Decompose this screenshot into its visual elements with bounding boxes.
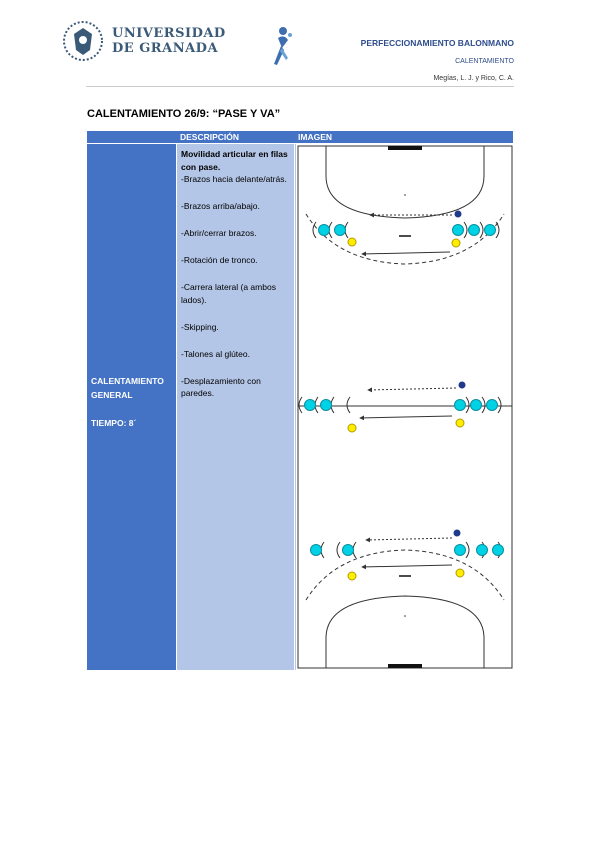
- player-group-middle: [298, 381, 502, 433]
- description-item: -Carrera lateral (a ambos lados).: [181, 282, 276, 305]
- header-divider: [86, 86, 514, 87]
- player-icon: [484, 224, 496, 236]
- row-time: TIEMPO: 8´: [91, 418, 137, 428]
- header-image: IMAGEN: [298, 132, 332, 142]
- player-icon: [468, 224, 480, 236]
- player-icon: [320, 399, 332, 411]
- page-title: CALENTAMIENTO 26/9: “PASE Y VA”: [87, 108, 281, 120]
- row-label-line1: CALENTAMIENTO: [91, 376, 164, 386]
- goal-top: [388, 146, 422, 150]
- row-label-line2: GENERAL: [91, 390, 133, 400]
- row-label-cell: CALENTAMIENTO GENERAL TIEMPO: 8´: [87, 144, 176, 670]
- cone-icon: [347, 237, 357, 247]
- university-logo: UNIVERSIDAD DE GRANADA: [62, 20, 225, 70]
- player-icon: [476, 544, 488, 556]
- header-description: DESCRIPCIÓN: [180, 132, 240, 142]
- player-icon: [318, 224, 330, 236]
- player-icon: [304, 399, 316, 411]
- player-icon: [310, 544, 322, 556]
- description-item: -Brazos hacia delante/atrás.: [181, 174, 287, 184]
- cone-icon: [455, 568, 465, 578]
- table-header-row: DESCRIPCIÓN IMAGEN: [87, 131, 513, 143]
- course-title: PERFECCIONAMIENTO BALONMANO: [360, 38, 514, 48]
- player-icon: [486, 399, 498, 411]
- cone-icon: [451, 238, 461, 248]
- description-item: -Brazos arriba/abajo.: [181, 201, 260, 211]
- player-icon: [334, 224, 346, 236]
- player-icon: [342, 544, 354, 556]
- ball-icon: [458, 381, 466, 389]
- warmup-table: DESCRIPCIÓN IMAGEN CALENTAMIENTO GENERAL…: [87, 131, 514, 670]
- description-item: -Rotación de tronco.: [181, 255, 258, 265]
- free-throw-line-bottom: [305, 549, 505, 601]
- ball-icon: [453, 529, 461, 537]
- header-title-block: PERFECCIONAMIENTO BALONMANO: [361, 38, 514, 48]
- university-name-line2: DE GRANADA: [112, 41, 219, 56]
- goal-area-top: [325, 146, 485, 219]
- cone-icon: [347, 423, 357, 433]
- player-icon: [492, 544, 504, 556]
- handball-player-logo-icon: [274, 27, 292, 65]
- description-item: -Desplazamiento con paredes.: [181, 375, 261, 399]
- goal-area-bottom: [325, 595, 485, 668]
- player-group-bottom: [310, 529, 504, 581]
- cone-icon: [455, 418, 465, 428]
- player-icon: [470, 399, 482, 411]
- authors: Megías, L. J. y Rico, C. A.: [433, 75, 514, 82]
- handball-court-diagram: [297, 145, 513, 669]
- player-icon: [454, 544, 466, 556]
- player-group-top: [312, 210, 500, 257]
- cone-icon: [347, 571, 357, 581]
- description-item: -Abrir/cerrar brazos.: [181, 228, 257, 238]
- description-cell: Movilidad articular en filas con pase. -…: [177, 144, 294, 670]
- goal-bottom: [388, 664, 422, 668]
- image-cell: [295, 144, 514, 670]
- player-icon: [454, 399, 466, 411]
- section-subtitle: CALENTAMIENTO: [455, 58, 514, 65]
- description-item: -Talones al glúteo.: [181, 348, 250, 359]
- description-item: -Skipping.: [181, 321, 219, 332]
- description-head: Movilidad articular en filas con pase.: [181, 149, 288, 172]
- university-name-line1: UNIVERSIDAD: [112, 26, 226, 41]
- university-crest-icon: [63, 21, 103, 61]
- free-throw-line-top: [305, 213, 505, 265]
- player-icon: [452, 224, 464, 236]
- ball-icon: [454, 210, 462, 218]
